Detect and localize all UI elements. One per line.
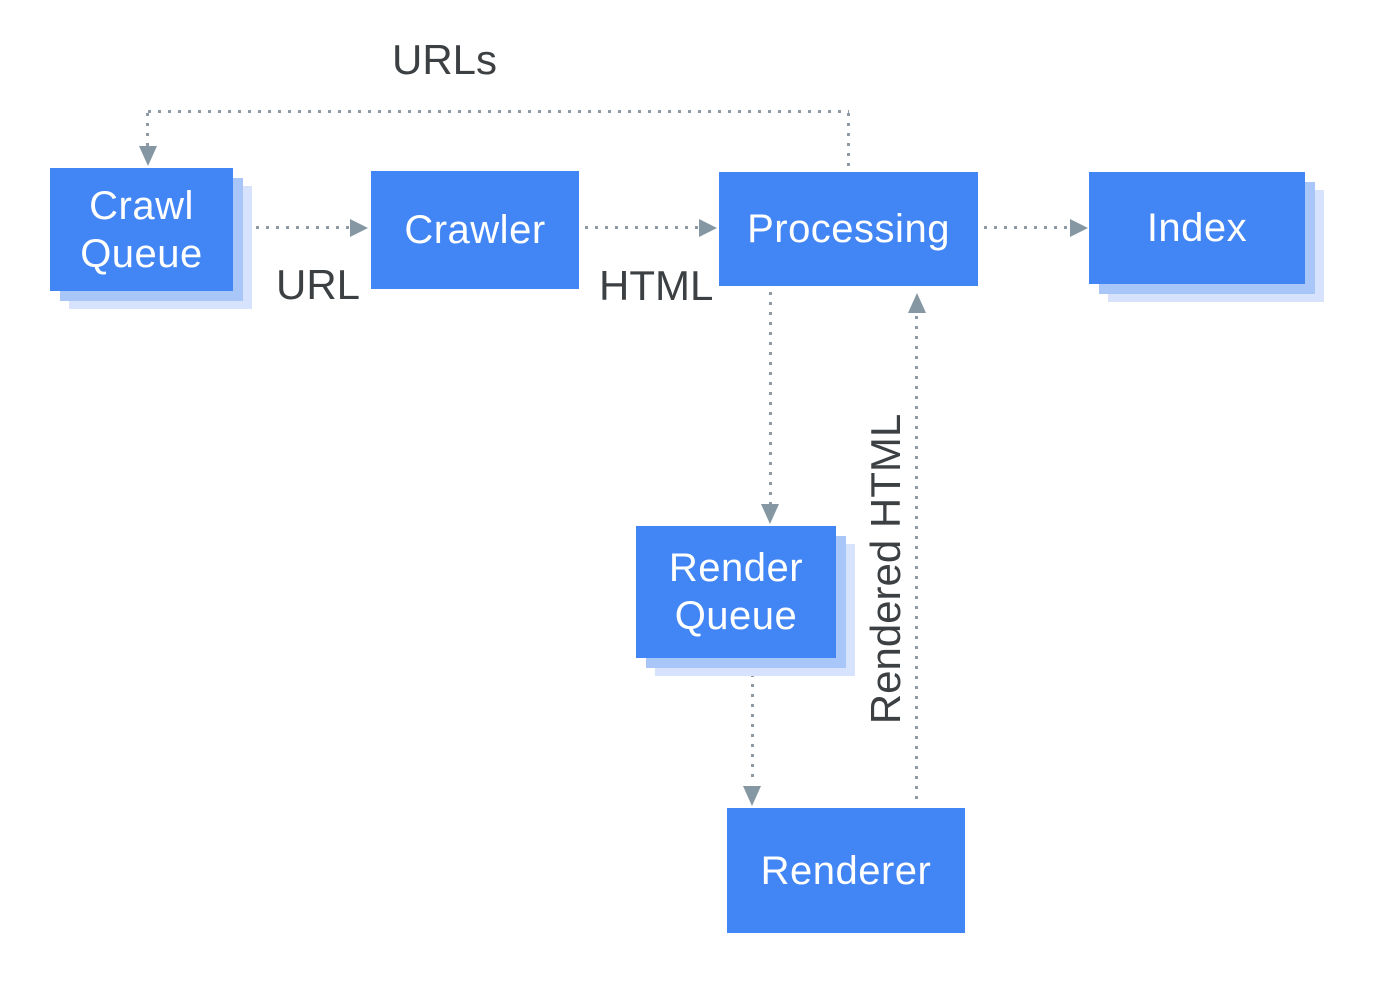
arrowhead-right-into-crawler-icon bbox=[350, 219, 368, 237]
edge-processing-to-render-queue-line bbox=[769, 292, 772, 504]
edge-crawl-queue-to-crawler-line bbox=[256, 226, 350, 229]
edge-processing-to-index-line bbox=[984, 226, 1070, 229]
arrowhead-right-into-processing-icon bbox=[699, 219, 717, 237]
edge-label-url: URL bbox=[276, 261, 361, 308]
edge-label-urls: URLs bbox=[392, 36, 498, 83]
edge-label-html: HTML bbox=[599, 262, 714, 309]
edge-render-queue-to-renderer-line bbox=[751, 664, 754, 784]
arrowhead-down-into-renderer-icon bbox=[743, 786, 761, 806]
node-processing: Processing bbox=[719, 172, 978, 286]
node-crawl-queue: Crawl Queue bbox=[50, 168, 233, 291]
node-index: Index bbox=[1089, 172, 1305, 284]
edge-label-rendered-html: Rendered HTML bbox=[862, 413, 909, 725]
arrowhead-down-into-render-queue-icon bbox=[761, 504, 779, 524]
node-renderer: Renderer bbox=[727, 808, 965, 933]
arrowhead-right-into-index-icon bbox=[1070, 219, 1088, 237]
arrowhead-down-into-crawl-queue-icon bbox=[139, 146, 157, 166]
node-render-queue: Render Queue bbox=[636, 526, 836, 658]
edge-renderer-to-processing-line bbox=[915, 316, 918, 806]
edge-processing-to-crawl-queue-line-horizontal bbox=[148, 110, 849, 113]
edge-crawler-to-processing-line bbox=[585, 226, 699, 229]
edge-processing-to-crawl-queue-line-right-vertical bbox=[847, 113, 850, 172]
edge-processing-to-crawl-queue-line-left-vertical bbox=[146, 113, 149, 147]
arrowhead-up-into-processing-icon bbox=[908, 293, 926, 313]
node-crawler: Crawler bbox=[371, 171, 579, 289]
